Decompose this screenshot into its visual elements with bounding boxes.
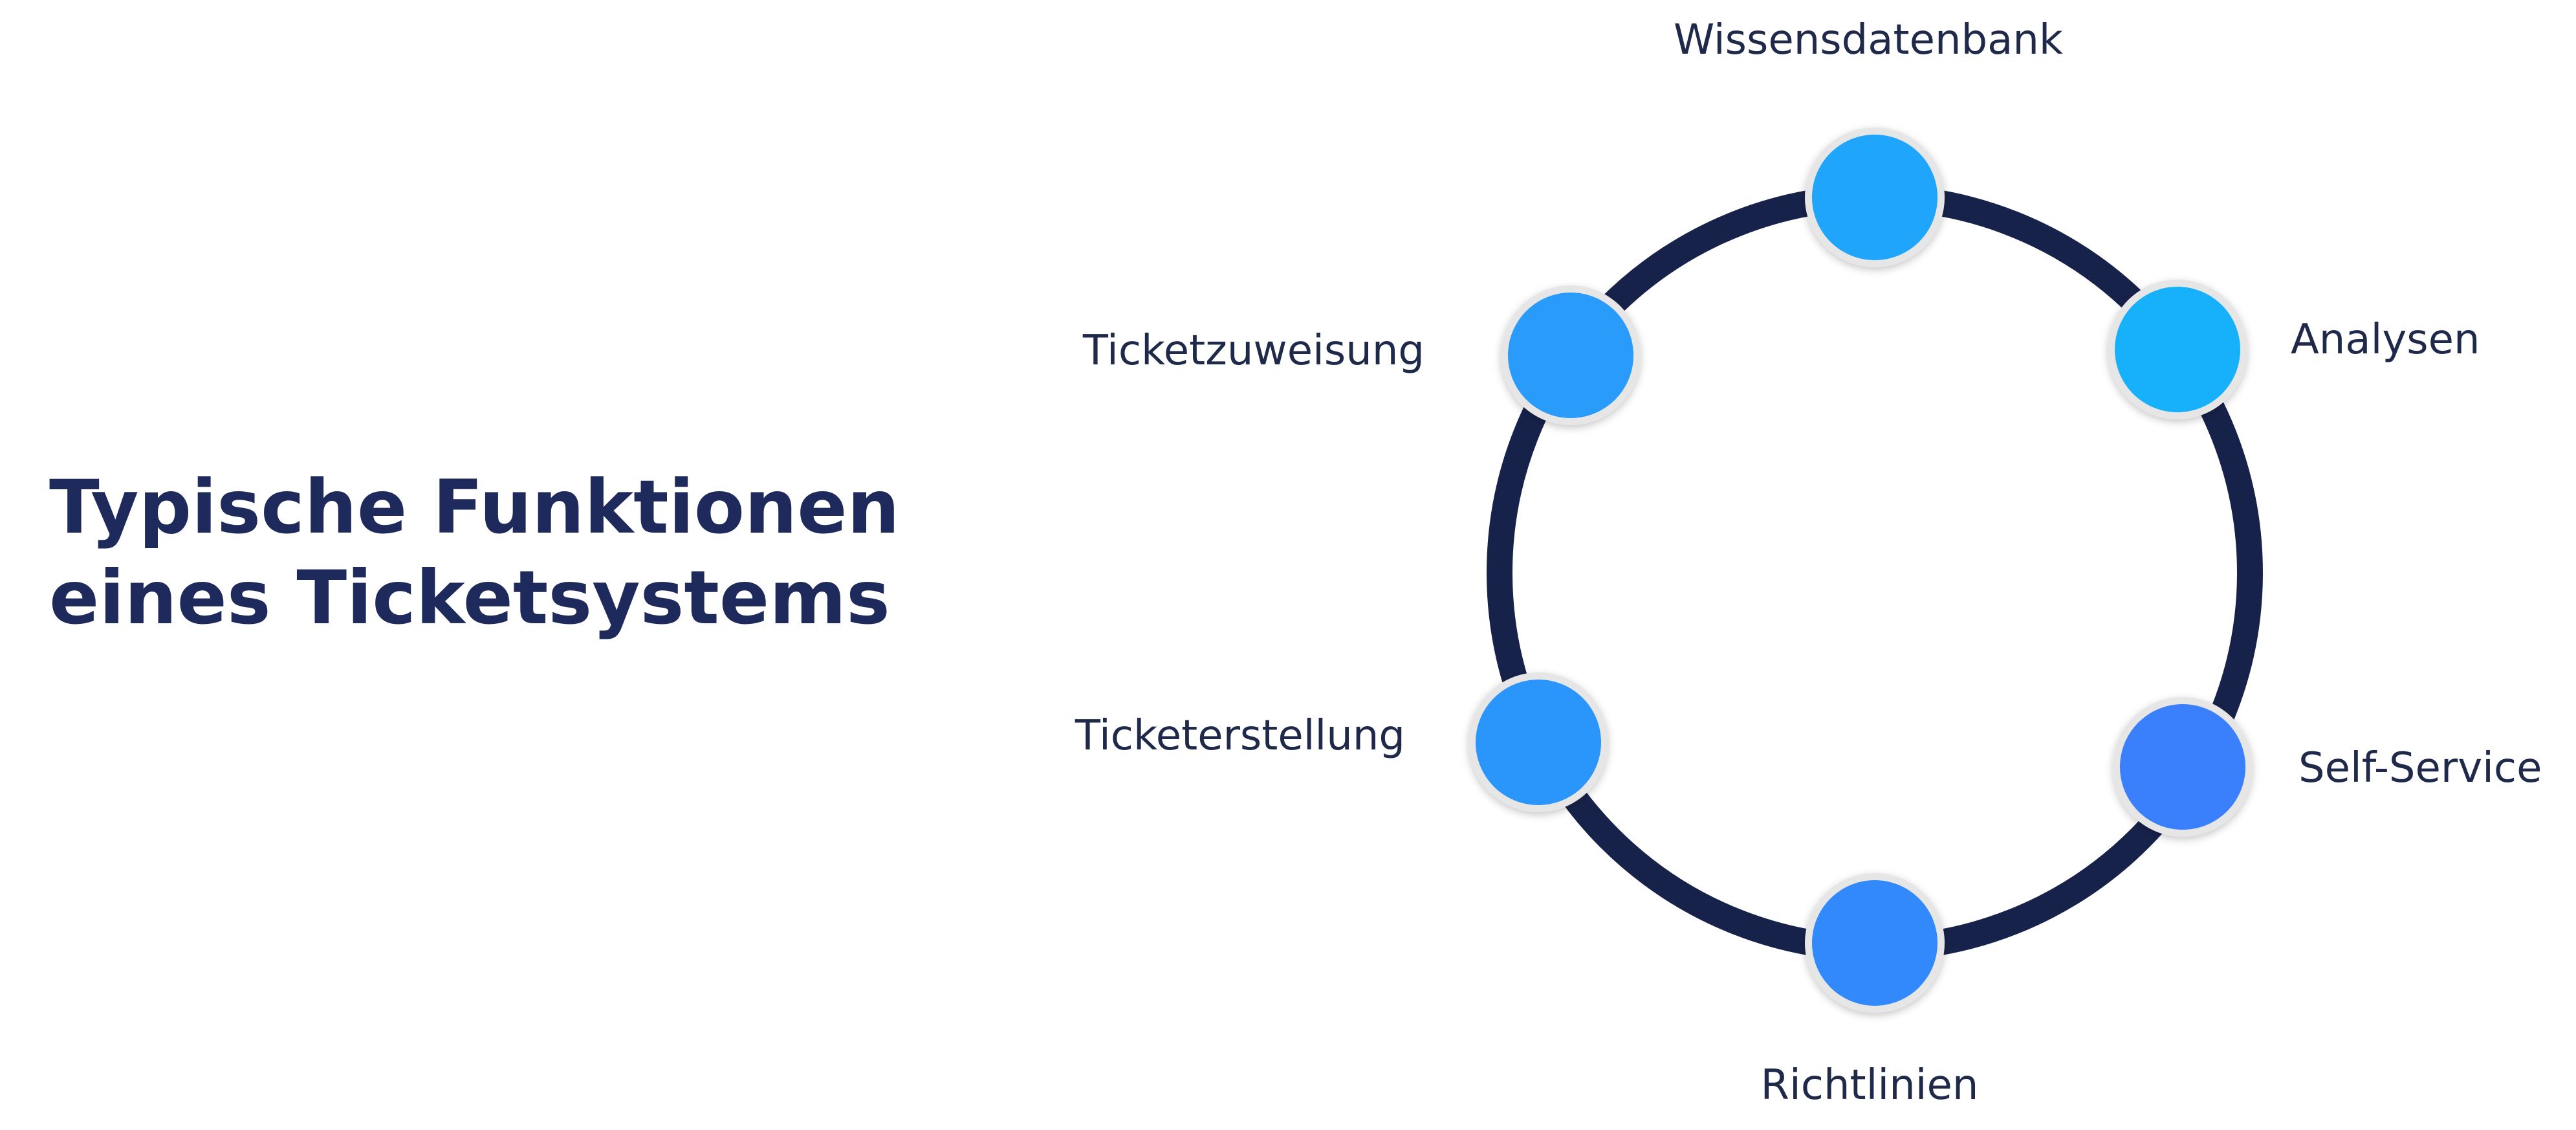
node-self-service-label: Self-Service (2298, 744, 2542, 792)
node-ticketzuweisung-circle (1508, 293, 1633, 418)
node-richtlinien: Richtlinien (1761, 873, 1979, 1109)
node-wissensdatenbank-circle (1812, 135, 1937, 260)
node-richtlinien-label: Richtlinien (1761, 1061, 1979, 1109)
node-analysen: Analysen (2108, 280, 2480, 419)
node-ticketerstellung-label: Ticketerstellung (1075, 712, 1405, 760)
node-self-service-circle (2120, 704, 2245, 830)
node-ticketzuweisung-label: Ticketzuweisung (1082, 327, 1424, 375)
page-title-line-2: eines Ticketsystems (49, 555, 890, 641)
node-self-service: Self-Service (2113, 697, 2542, 837)
node-wissensdatenbank: Wissensdatenbank (1674, 16, 2063, 267)
node-wissensdatenbank-label: Wissensdatenbank (1674, 16, 2063, 64)
node-richtlinien-circle (1812, 880, 1937, 1006)
node-analysen-circle (2115, 287, 2240, 412)
page-title: Typische Funktionen eines Ticketsystems (49, 462, 900, 643)
node-ticketerstellung: Ticketerstellung (1075, 672, 1608, 812)
node-analysen-label: Analysen (2291, 316, 2480, 364)
page-title-line-1: Typische Funktionen (49, 464, 900, 550)
node-ticketerstellung-circle (1476, 680, 1601, 805)
node-ticketzuweisung: Ticketzuweisung (1082, 285, 1641, 425)
